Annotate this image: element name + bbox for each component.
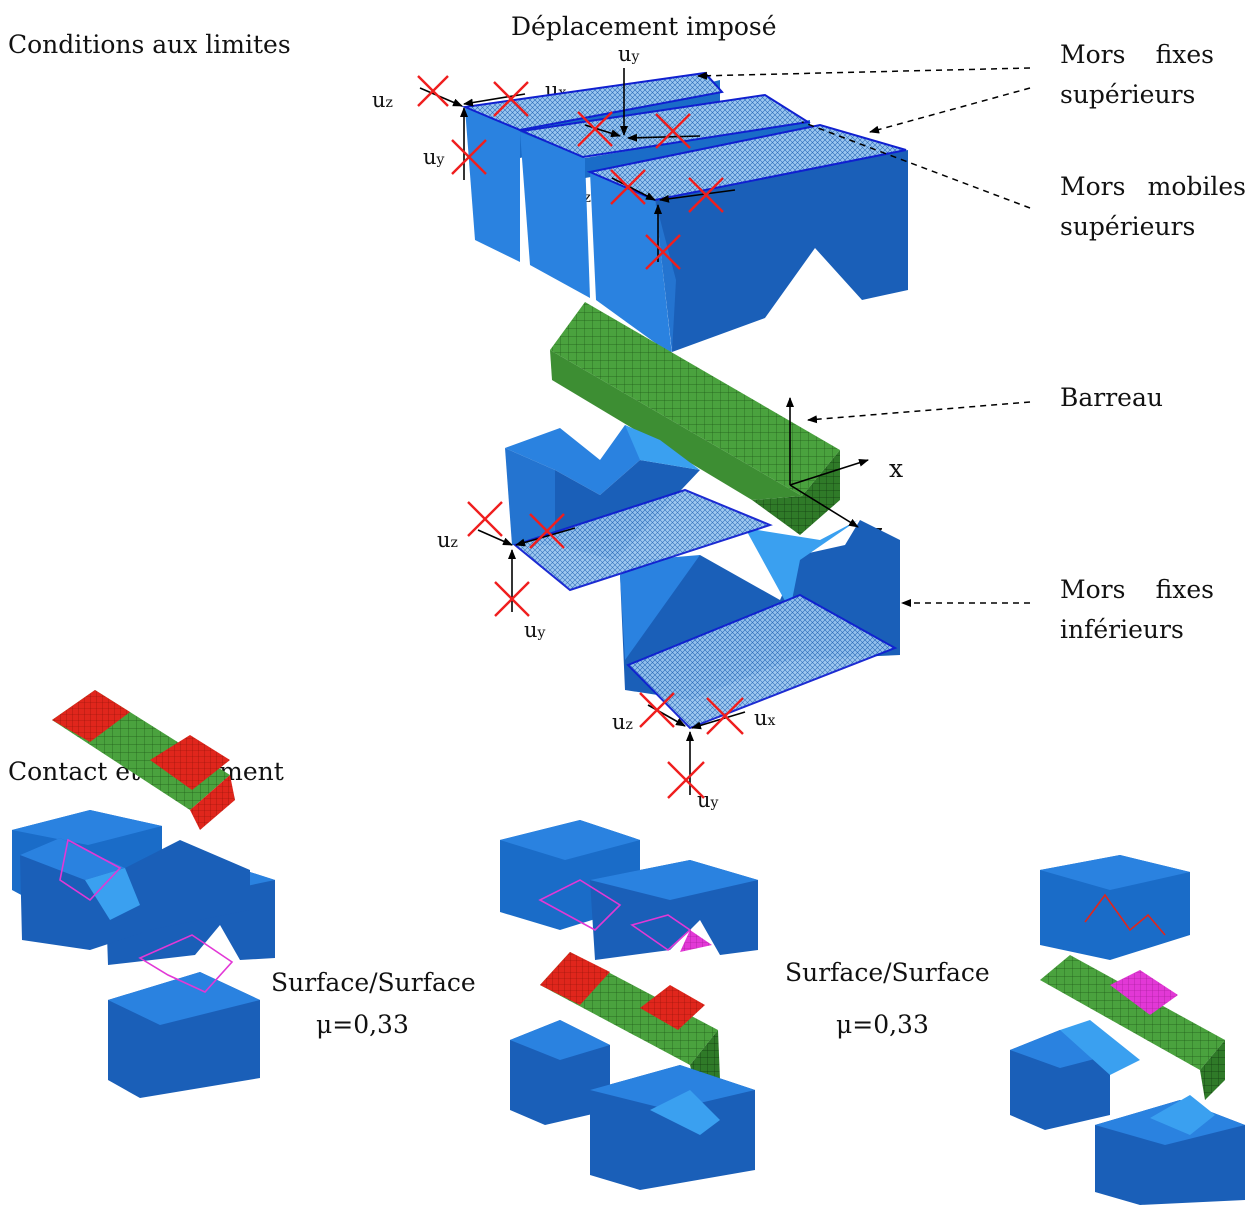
- contact-thumbnail-2: [500, 820, 758, 1190]
- dof-uz-bottom: uz: [612, 710, 633, 734]
- axis-label-x: x: [889, 454, 904, 483]
- lower-fixed-surface-1: [512, 488, 773, 592]
- dof-uz-lower-left: uz: [437, 528, 458, 552]
- label-upper-fixed-word3: supérieurs: [1060, 80, 1196, 109]
- upper-fixed-surface-1: [461, 71, 724, 132]
- dof-ux-bottom: ux: [754, 706, 776, 730]
- lower-fixed-surface-2: [626, 593, 898, 730]
- label-upper-fixed-word2: fixes: [1155, 40, 1214, 69]
- label-upper-mobile-word2: mobiles: [1147, 172, 1246, 201]
- label-upper-mobile-jaws: Mors mobiles: [1060, 172, 1246, 201]
- label-upper-fixed-word1: Mors: [1060, 40, 1126, 69]
- contact-model-1-mu: μ=0,33: [316, 1010, 409, 1039]
- dof-uz-top-left: uz: [372, 88, 393, 112]
- contact-model-1-type: Surface/Surface: [271, 968, 476, 997]
- contact-thumbnail-1: [12, 690, 275, 1098]
- label-imposed-displacement: Déplacement imposé: [511, 12, 777, 41]
- label-upper-mobile-word3: supérieurs: [1060, 212, 1196, 241]
- contact-model-2-mu: μ=0,33: [836, 1010, 929, 1039]
- dof-uy-top-left: uy: [423, 145, 445, 169]
- dof-uy-lower-left: uy: [524, 618, 546, 642]
- label-lower-fixed-word3: inférieurs: [1060, 615, 1184, 644]
- contact-model-2-type: Surface/Surface: [785, 958, 990, 987]
- bar-specimen: [550, 302, 840, 535]
- coordinate-axes: [786, 397, 869, 528]
- dof-uy-imposed: uy: [618, 42, 640, 66]
- contact-thumbnail-3: [1010, 855, 1245, 1205]
- label-upper-mobile-word1: Mors: [1060, 172, 1126, 201]
- label-bar: Barreau: [1060, 383, 1163, 412]
- label-upper-fixed-jaws: Mors fixes: [1060, 40, 1214, 69]
- section-title-boundary-conditions: Conditions aux limites: [8, 30, 291, 59]
- leader-lines: [697, 67, 1031, 607]
- blocked-dof-crosses: [417, 75, 744, 799]
- label-lower-fixed-jaws: Mors fixes: [1060, 575, 1214, 604]
- upper-jaw-right: [590, 150, 908, 355]
- label-lower-fixed-word2: fixes: [1155, 575, 1214, 604]
- upper-mobile-surface: [518, 93, 811, 159]
- label-lower-fixed-word1: Mors: [1060, 575, 1126, 604]
- constraint-arrows: [419, 68, 746, 795]
